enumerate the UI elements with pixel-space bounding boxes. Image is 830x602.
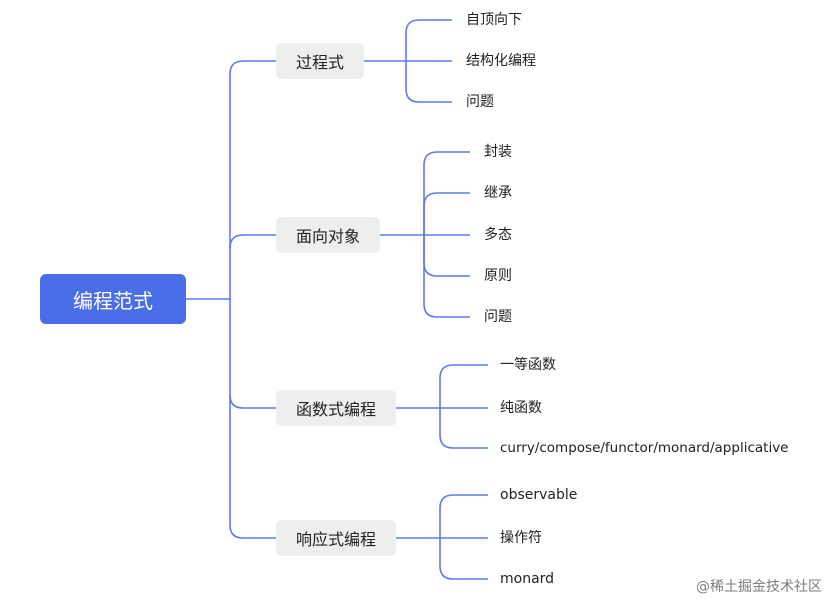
leaf-node[interactable]: 纯函数 [500,400,542,416]
connector-trunk [229,60,276,299]
leaf-node[interactable]: 一等函数 [500,357,556,373]
branch-label: 函数式编程 [295,400,376,419]
connector-trunk-3 [229,299,276,409]
root-node-label: 编程范式 [73,288,153,313]
branch-node-procedural[interactable]: 过程式 [276,43,364,79]
connector-trunk-2 [229,234,276,249]
leaf-node[interactable]: 多态 [484,227,512,243]
watermark-text: @稀土掘金技术社区 [696,579,822,595]
leaf-node[interactable]: 问题 [484,309,512,325]
leaf-node[interactable]: 操作符 [500,530,542,546]
branch-label: 响应式编程 [295,530,376,549]
connector-trunk-4 [229,395,276,539]
leaf-node[interactable]: monard [500,571,555,587]
leaf-node[interactable]: 自顶向下 [466,12,522,28]
branch-label: 过程式 [295,53,344,72]
leaf-node[interactable]: curry/compose/functor/monard/applicative [500,440,789,456]
leaf-node[interactable]: 封装 [484,144,512,160]
leaf-node[interactable]: observable [500,487,578,503]
branch-node-oop[interactable]: 面向对象 [276,217,380,253]
leaf-node[interactable]: 问题 [466,94,494,110]
branch-label: 面向对象 [295,227,360,246]
leaf-node[interactable]: 继承 [484,185,512,201]
leaf-node[interactable]: 原则 [484,268,512,284]
leaf-node[interactable]: 结构化编程 [466,53,536,69]
root-node[interactable]: 编程范式 [40,274,186,324]
branch-node-reactive[interactable]: 响应式编程 [276,520,396,556]
branch-node-functional[interactable]: 函数式编程 [276,390,396,426]
